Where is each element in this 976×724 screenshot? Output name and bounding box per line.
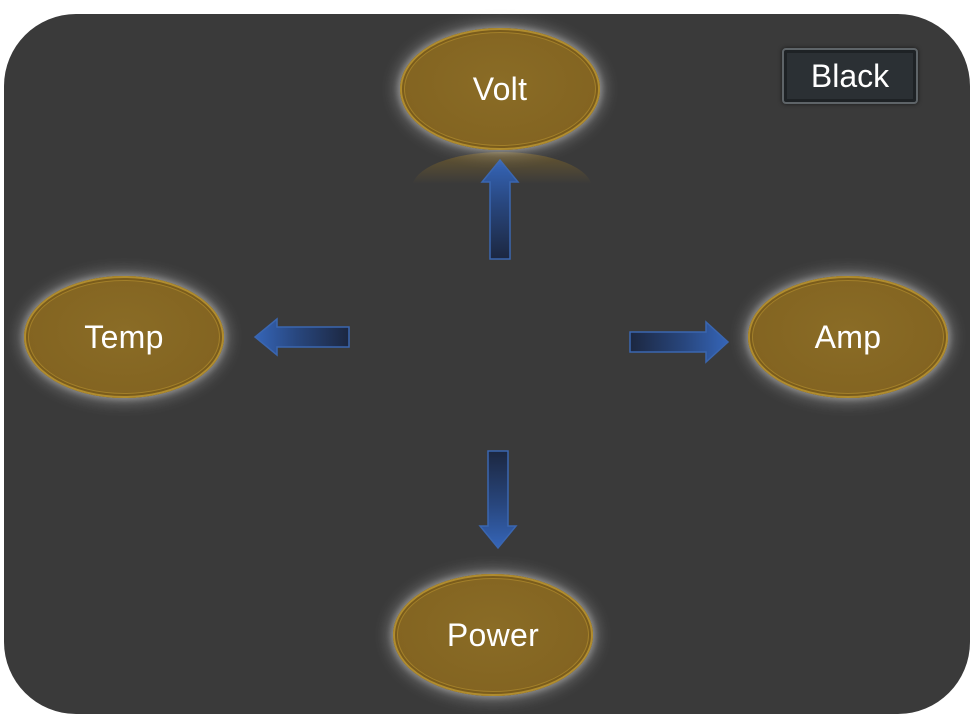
node-power[interactable]: Power xyxy=(393,574,593,696)
node-amp[interactable]: Amp xyxy=(748,276,948,398)
theme-black-button-label: Black xyxy=(810,57,890,94)
theme-black-button[interactable]: Black xyxy=(782,48,918,104)
node-amp-label: Amp xyxy=(814,318,882,355)
node-temp-label: Temp xyxy=(84,318,164,355)
node-volt-label: Volt xyxy=(472,70,528,107)
node-temp[interactable]: Temp xyxy=(24,276,224,398)
node-power-label: Power xyxy=(446,616,540,653)
node-volt[interactable]: Volt xyxy=(400,28,600,150)
